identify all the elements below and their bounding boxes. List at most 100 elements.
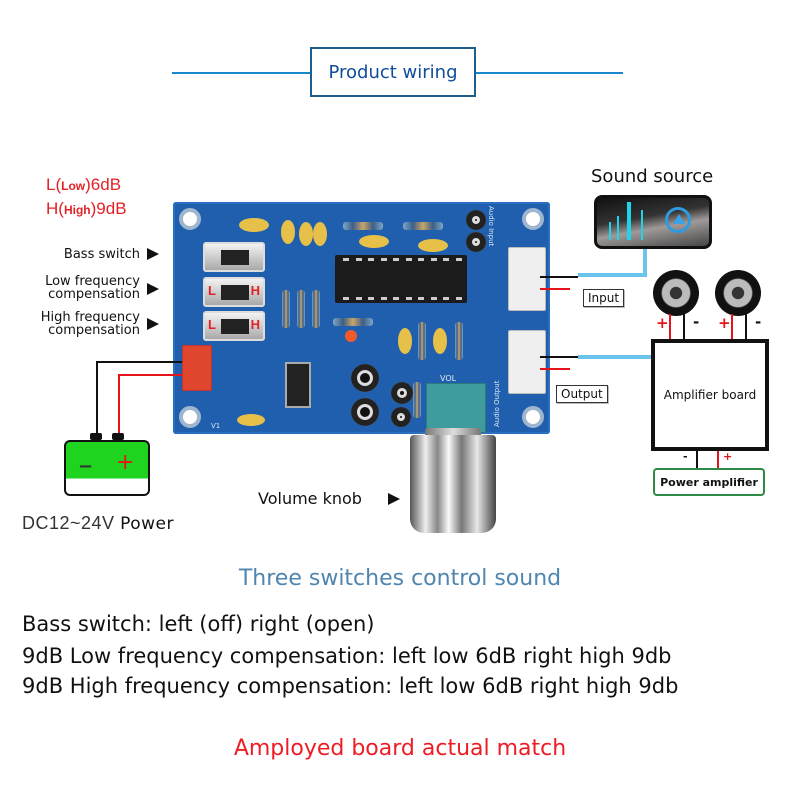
amp-minus: - xyxy=(683,450,688,463)
battery-plus-sign: + xyxy=(116,450,135,475)
ic-pin xyxy=(343,258,349,261)
tone-board-pcb: L H L H Audio Input Audio Output VOL V1 xyxy=(173,202,550,434)
capacitor xyxy=(281,220,295,244)
resistor xyxy=(333,318,373,326)
ic-pin xyxy=(343,297,349,300)
ic-pin xyxy=(443,297,449,300)
volume-knob-label: Volume knob xyxy=(258,489,362,508)
speaker-icon xyxy=(653,270,699,316)
page-title: Product wiring xyxy=(328,61,458,83)
output-tag: Output xyxy=(556,385,608,403)
low-freq-switch[interactable]: L H xyxy=(203,277,265,307)
silk-vol: VOL xyxy=(440,374,457,383)
bass-switch-slider xyxy=(221,250,249,265)
speaker-2-plus: + xyxy=(718,314,731,332)
high-freq-line2: compensation xyxy=(48,323,140,338)
waveform-bar xyxy=(617,216,619,240)
ic-pin xyxy=(380,258,387,261)
electrolytic-capacitor xyxy=(466,232,486,252)
speaker-1-minus: - xyxy=(693,313,700,331)
power-wire-red-h xyxy=(118,374,182,376)
power-wire-red-v xyxy=(118,374,120,434)
ic-pin xyxy=(430,258,437,261)
battery-terminal-negative xyxy=(90,433,102,440)
capacitor xyxy=(313,222,327,246)
speaker-2-minus: - xyxy=(755,313,762,331)
speaker-icon xyxy=(715,270,761,316)
waveform-bar xyxy=(641,210,643,240)
power-wire-black-v xyxy=(96,361,98,434)
bass-switch[interactable] xyxy=(203,242,265,272)
output-signal-wire xyxy=(578,355,653,359)
input-wire-black xyxy=(540,276,578,278)
low-freq-arrow-icon xyxy=(147,283,159,295)
legend-low-word: Low xyxy=(61,179,86,193)
ic-pin xyxy=(405,258,412,261)
low-freq-switch-slider xyxy=(221,285,249,300)
capacitor xyxy=(418,239,448,252)
header-rule-left xyxy=(172,72,312,74)
ic-pin xyxy=(393,297,399,300)
output-wire-red xyxy=(540,368,570,370)
input-signal-wire-v xyxy=(643,249,647,277)
power-connector[interactable] xyxy=(182,345,212,391)
resistor xyxy=(418,322,426,360)
output-wire-black xyxy=(540,356,578,358)
power-wire-black-h xyxy=(96,361,182,363)
capacitor xyxy=(433,328,447,354)
ic-pin xyxy=(418,297,424,300)
power-amplifier-label: Power amplifier xyxy=(660,475,758,489)
mount-hole-bl xyxy=(179,406,201,428)
low-switch-mark-h: H xyxy=(250,283,260,298)
speaker-1-wire-plus xyxy=(669,314,671,339)
low-freq-label: Low frequency compensation xyxy=(20,275,140,301)
play-icon xyxy=(665,207,691,233)
legend-high-prefix: H( xyxy=(46,199,64,218)
speaker-2-wire-minus xyxy=(745,314,747,339)
ic-pin xyxy=(355,258,362,261)
resistor xyxy=(312,290,320,328)
amplifier-board: Amplifier board xyxy=(651,339,769,451)
ic-pin xyxy=(405,297,412,300)
description-line: 9dB High frequency compensation: left lo… xyxy=(22,674,679,698)
speaker-2-wire-plus xyxy=(731,314,733,339)
high-switch-mark-h: H xyxy=(250,317,260,332)
description-line: 9dB Low frequency compensation: left low… xyxy=(22,644,672,668)
legend-high-suffix: )9dB xyxy=(90,199,127,218)
resistor xyxy=(413,382,421,418)
high-freq-switch-slider xyxy=(221,319,249,334)
volume-knob-arrow-icon xyxy=(388,493,400,505)
capacitor xyxy=(359,235,389,248)
electrolytic-capacitor xyxy=(391,382,413,404)
resistor xyxy=(297,290,305,328)
silk-v1: V1 xyxy=(211,422,221,430)
high-freq-label: High frequency compensation xyxy=(20,311,140,337)
ic-pin xyxy=(368,297,374,300)
audio-output-connector[interactable] xyxy=(508,330,546,394)
electrolytic-capacitor xyxy=(466,210,486,230)
legend-low-prefix: L( xyxy=(46,175,62,194)
silk-audio-output: Audio Output xyxy=(493,380,501,427)
low-freq-line2: compensation xyxy=(48,287,140,302)
electrolytic-capacitor xyxy=(391,407,411,427)
bass-switch-text: Bass switch xyxy=(63,247,140,262)
electrolytic-capacitor xyxy=(351,398,379,426)
high-switch-mark-l: L xyxy=(208,317,216,332)
ic-pin xyxy=(430,297,437,300)
high-freq-switch[interactable]: L H xyxy=(203,311,265,341)
input-tag: Input xyxy=(583,289,625,307)
waveform-bar xyxy=(609,222,611,240)
legend-high: H(High)9dB xyxy=(46,199,127,220)
music-player-icon xyxy=(594,195,712,249)
audio-input-connector[interactable] xyxy=(508,247,546,311)
resistor xyxy=(282,290,290,328)
high-freq-arrow-icon xyxy=(147,318,159,330)
high-freq-line1: High frequency xyxy=(40,310,140,325)
ic-pin xyxy=(368,258,374,261)
mount-hole-tl xyxy=(179,208,201,230)
battery-terminal-positive xyxy=(112,433,124,440)
volume-knob[interactable] xyxy=(410,435,496,533)
ic-pin xyxy=(455,297,462,300)
ic-pin xyxy=(455,258,462,261)
battery-icon: − + xyxy=(64,440,150,496)
